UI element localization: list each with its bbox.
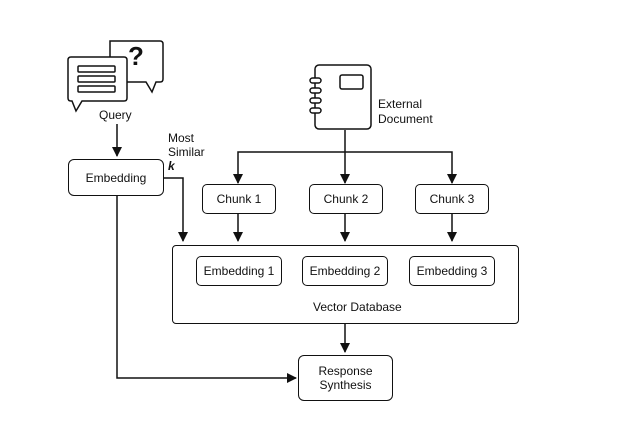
- query-label: Query: [99, 108, 132, 122]
- document-label-line1: External: [378, 97, 423, 111]
- vector-database-label: Vector Database: [313, 300, 402, 314]
- db-embedding-box-3: Embedding 3: [409, 256, 495, 286]
- query-embedding-box: Embedding: [68, 159, 164, 196]
- response-line2: Synthesis: [319, 378, 372, 392]
- most-similar-line2: Similar: [168, 145, 205, 159]
- response-synthesis-box: Response Synthesis: [298, 355, 393, 401]
- db-embedding-label: Embedding 3: [416, 264, 488, 278]
- db-embedding-box-2: Embedding 2: [302, 256, 388, 286]
- db-embedding-label: Embedding 2: [309, 264, 381, 278]
- chunk-box-2: Chunk 2: [309, 184, 383, 214]
- chunk-label: Chunk 1: [216, 192, 262, 206]
- branch-to-chunk1: [233, 151, 345, 184]
- chunk-box-3: Chunk 3: [415, 184, 489, 214]
- query-chat-icon: [67, 40, 164, 113]
- branch-to-chunk3: [345, 151, 457, 184]
- db-embedding-label: Embedding 1: [203, 264, 275, 278]
- db-embedding-box-1: Embedding 1: [196, 256, 282, 286]
- document-notebook-icon: [309, 64, 372, 130]
- chunk-label: Chunk 2: [323, 192, 369, 206]
- query-embedding-label: Embedding: [85, 170, 147, 185]
- most-similar-k: k: [168, 159, 175, 173]
- response-line1: Response: [318, 364, 373, 378]
- arrow-most-similar-to-db: [164, 177, 188, 242]
- chunk-box-1: Chunk 1: [202, 184, 276, 214]
- arrow-embedding-to-response: [116, 196, 297, 383]
- most-similar-line1: Most: [168, 131, 195, 145]
- chunk-label: Chunk 3: [429, 192, 475, 206]
- document-label-line2: Document: [378, 112, 433, 126]
- question-mark: ?: [128, 41, 144, 71]
